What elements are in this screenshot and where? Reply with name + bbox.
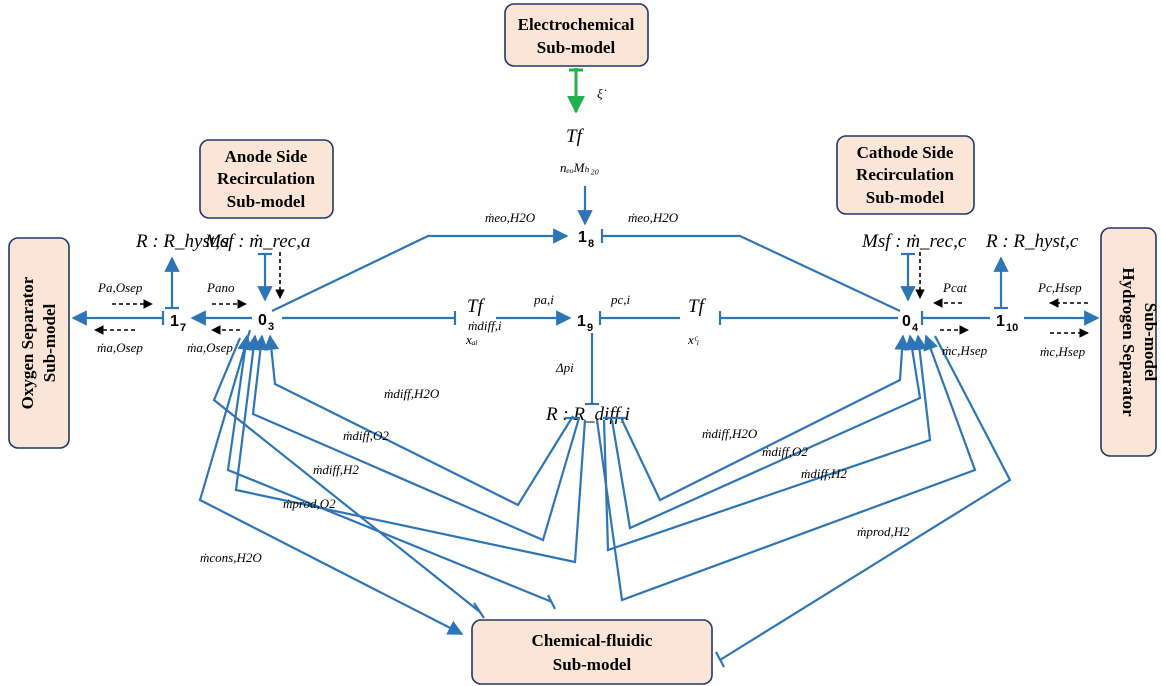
hydrogen-box-line-1: Hydrogen Separator [1119, 267, 1138, 417]
electrochemical-line-2: Sub-model [537, 38, 616, 57]
svg-text:1: 1 [578, 229, 587, 246]
label-diff-h2-left: ṁdiff,H2 [313, 462, 359, 477]
label-m-diff-i: ṁdiff,i [468, 318, 502, 333]
r-hyst-a-element: R : R_hyst,a [135, 231, 229, 252]
bond-prod-o2-chemical [212, 337, 481, 613]
bond-diff-h2o-anode [263, 334, 574, 507]
r-diff-element: R : R_diff,i [545, 404, 630, 425]
svg-text:0: 0 [258, 312, 267, 329]
label-m-a-osep-1: ṁa,Osep [97, 340, 143, 355]
signal-arrows [94, 252, 1089, 338]
label-p-ano: Pano [206, 280, 235, 295]
oxygen-separator-submodel-box: Oxygen Separator Sub-model [8, 237, 70, 449]
tf-anode-modulus: xₐᵢ [465, 332, 478, 347]
svg-text:1: 1 [577, 313, 586, 330]
tf-cathode-modulus: xᶜᵢ [687, 332, 699, 347]
svg-text:0: 0 [902, 313, 911, 330]
oxygen-box-line-1: Oxygen Separator [18, 276, 37, 409]
tf-electrochemical-modulus: nₑₒMₕ₂₀ [560, 160, 599, 175]
label-p-ai: pa,i [533, 292, 554, 307]
cathode-recirculation-submodel-box: Cathode Side Recirculation Sub-model [836, 135, 975, 215]
cathode-box-line-3: Sub-model [866, 188, 945, 207]
bond-diff-o2-cathode [610, 334, 922, 530]
label-diff-h2o-left: ṁdiff,H2O [384, 386, 440, 401]
bonds [71, 68, 1100, 668]
chemical-box-line-2: Sub-model [553, 655, 632, 674]
electrochemical-submodel-box: Electrochemical Sub-model [504, 3, 649, 67]
bond-prod-o2-anode [226, 334, 553, 604]
label-diff-h2-right: ṁdiff,H2 [801, 466, 847, 481]
bond-0-3-to-1-8 [271, 228, 569, 312]
svg-text:8: 8 [588, 238, 594, 250]
label-prod-o2-left: ṁprod,O2 [283, 496, 336, 511]
label-p-cat: Pcat [942, 280, 967, 295]
bond-labels: ξ̇ ṁeo,H2O ṁeo,H2O pa,i pc,i ṁdiff,i Δpi… [97, 86, 1086, 565]
anode-box-line-1: Anode Side [225, 147, 308, 166]
label-m-c-hsep-1: ṁc,Hsep [942, 343, 988, 358]
r-hyst-c-element: R : R_hyst,c [985, 231, 1079, 252]
tf-anode: Tf [467, 296, 486, 317]
junction-0-4: 0 4 [902, 313, 919, 334]
svg-text:7: 7 [180, 322, 186, 334]
junction-1-7: 1 7 [170, 313, 186, 334]
label-dp-i: Δpi [555, 360, 574, 375]
junction-0-3: 0 3 [258, 312, 274, 333]
bond-diff-h2-anode [234, 334, 587, 564]
label-xi: ξ̇ [597, 86, 607, 101]
label-cons-h2o: ṁcons,H2O [200, 550, 262, 565]
cathode-box-line-1: Cathode Side [857, 143, 954, 162]
junction-1-10: 1 10 [996, 313, 1018, 334]
tf-cathode: Tf [688, 296, 707, 317]
label-p-a-osep: Pa,Osep [97, 280, 143, 295]
label-m-eo-right: ṁeo,H2O [628, 210, 679, 225]
svg-text:10: 10 [1006, 322, 1018, 334]
bond-prod-h2-cathode [595, 334, 977, 602]
svg-text:1: 1 [996, 313, 1005, 330]
electrochemical-line-1: Electrochemical [518, 15, 635, 34]
label-p-c-hsep: Pc,Hsep [1037, 280, 1082, 295]
junction-1-9: 1 9 [577, 313, 593, 334]
label-diff-o2-left: ṁdiff,O2 [343, 428, 389, 443]
hydrogen-box-line-2: Sub-model [1141, 303, 1160, 382]
label-m-c-hsep-2: ṁc,Hsep [1040, 344, 1086, 359]
oxygen-box-line-2: Sub-model [40, 304, 59, 383]
chemical-fluidic-submodel-box: Chemical-fluidic Sub-model [471, 619, 713, 685]
label-m-a-osep-2: ṁa,Osep [187, 340, 233, 355]
label-diff-o2-right: ṁdiff,O2 [762, 444, 808, 459]
chemical-box-line-1: Chemical-fluidic [532, 631, 653, 650]
label-prod-h2-right: ṁprod,H2 [857, 524, 910, 539]
anode-box-line-2: Recirculation [217, 169, 315, 188]
bond-cons-h2o [198, 329, 464, 635]
bond-0-4-to-1-8 [602, 234, 901, 312]
msf-rec-c-element: Msf : ṁ_rec,c [861, 231, 967, 252]
label-diff-h2o-right: ṁdiff,H2O [702, 426, 758, 441]
cathode-box-line-2: Recirculation [856, 165, 954, 184]
tf-electrochemical: Tf [566, 126, 585, 147]
svg-text:9: 9 [587, 322, 593, 334]
label-p-ci: pc,i [610, 292, 631, 307]
anode-box-line-3: Sub-model [227, 192, 306, 211]
hydrogen-separator-submodel-box: Hydrogen Separator Sub-model [1100, 227, 1160, 457]
svg-text:4: 4 [912, 322, 919, 334]
svg-text:3: 3 [268, 321, 274, 333]
junction-1-8: 1 8 [578, 229, 594, 250]
svg-text:1: 1 [170, 313, 179, 330]
anode-recirculation-submodel-box: Anode Side Recirculation Sub-model [199, 139, 334, 219]
bond-0-4-to-chemical [719, 335, 1012, 661]
bond-diff-h2o-cathode [621, 334, 910, 502]
msf-rec-a-element: Msf : ṁ_rec,a [204, 231, 310, 252]
bond-diff-o2-anode [251, 334, 581, 542]
label-m-eo-left: ṁeo,H2O [485, 210, 536, 225]
